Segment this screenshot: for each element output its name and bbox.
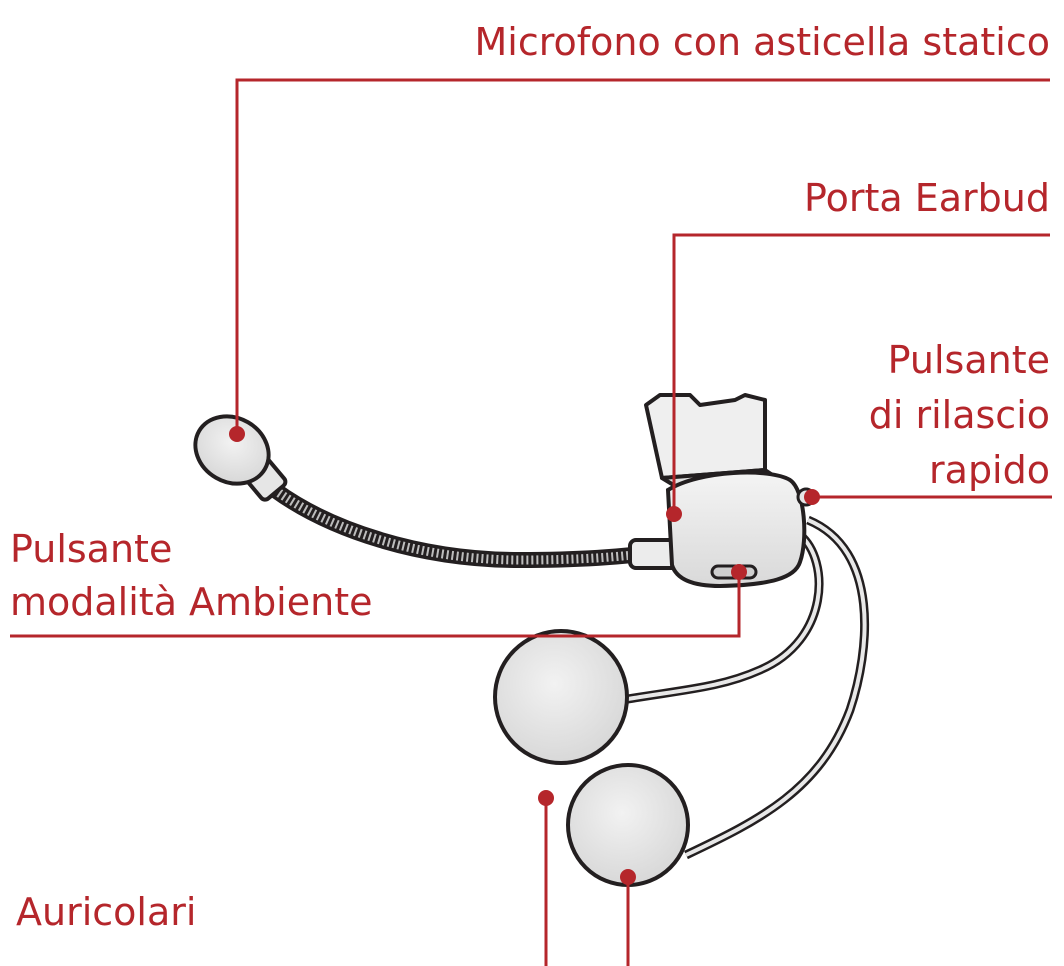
earbud-2 (566, 763, 690, 887)
earbud-1 (493, 629, 629, 765)
earbud-port-label: Porta Earbud (804, 176, 1050, 220)
microphone-callout-dot (229, 426, 245, 442)
quick-release-label-line1: Pulsante (887, 338, 1050, 382)
ambient-callout-dot (731, 564, 747, 580)
microphone-label: Microfono con asticella statico (474, 20, 1051, 64)
quick-release-label-line2: di rilascio (868, 393, 1050, 437)
earbud-cable-2-inner (685, 518, 867, 857)
boom-arm (267, 482, 668, 569)
earbud-port-callout-line (672, 233, 1050, 514)
quick-release-label-line3: rapido (929, 448, 1050, 492)
earbud-1-callout-dot (538, 790, 554, 806)
quick-release-callout-dot (804, 489, 820, 505)
ambient-callout-line (10, 572, 741, 638)
earbud-port-callout-dot (666, 506, 682, 522)
ambient-label-line1: Pulsante (10, 527, 173, 571)
earbud-cable-1-inner (621, 533, 821, 702)
earbuds-label: Auricolari (16, 890, 197, 934)
microphone (193, 414, 288, 502)
clamp-unit (644, 393, 816, 589)
microphone-callout-line (235, 78, 1050, 434)
ambient-label-line2: modalità Ambiente (10, 580, 373, 624)
earbud-2-callout-dot (620, 869, 636, 885)
